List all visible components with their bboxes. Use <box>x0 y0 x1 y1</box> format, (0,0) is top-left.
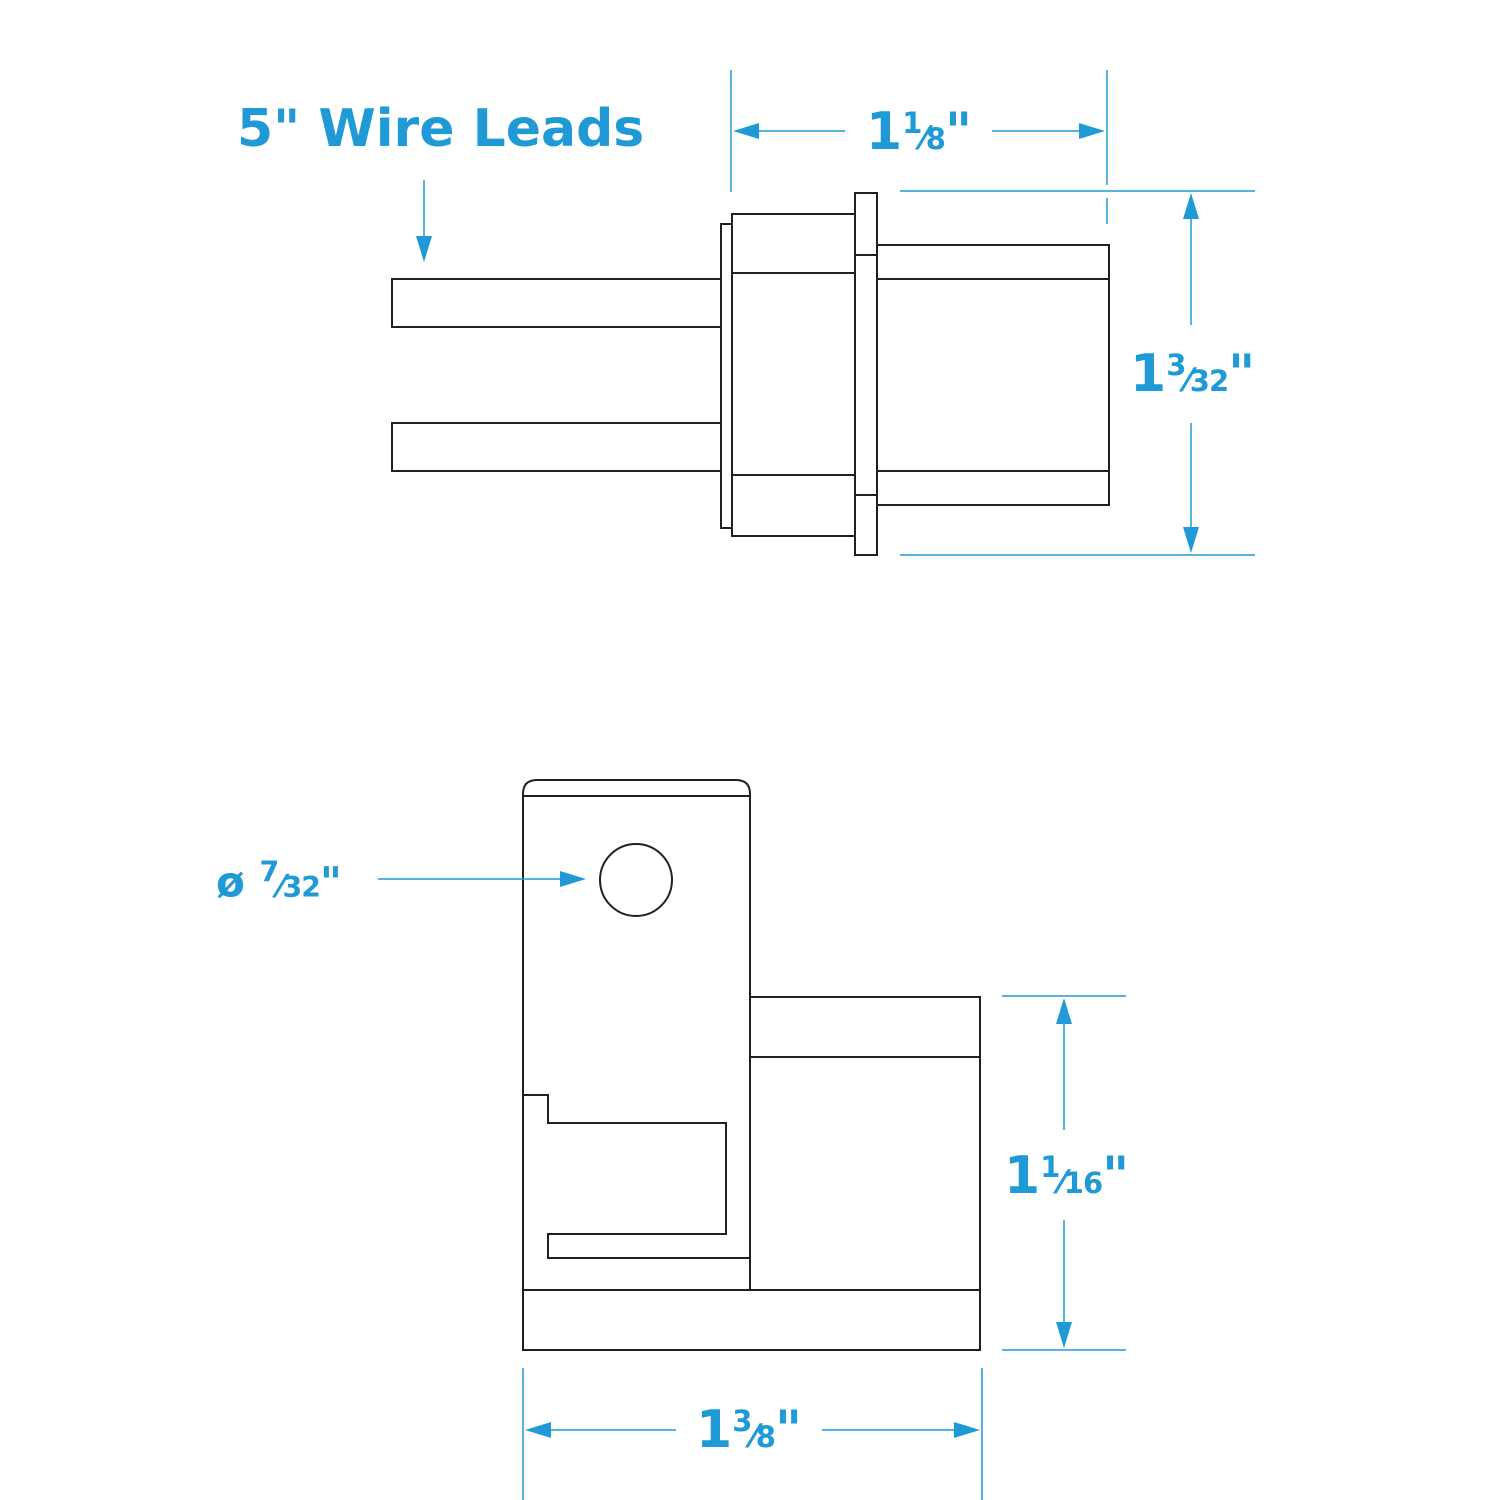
top-view <box>391 192 1110 556</box>
bottom-height-dimension <box>1002 995 1126 1351</box>
mounting-flange <box>854 192 878 556</box>
plunger <box>876 244 1110 506</box>
wire-leads-arrow <box>416 180 432 262</box>
mounting-hole <box>599 843 673 917</box>
bottom-width-label: 13⁄8" <box>696 1400 803 1460</box>
bottom-width-dimension <box>522 1368 983 1500</box>
top-width-dimension <box>730 70 1108 224</box>
body-housing <box>731 213 856 537</box>
bottom-view <box>522 779 981 1351</box>
mounting-tab <box>522 779 751 1350</box>
hole-diameter-label: ø 7⁄32" <box>216 855 342 907</box>
wire-leads-label: 5" Wire Leads <box>237 99 645 159</box>
top-height-label: 13⁄32" <box>1130 344 1256 404</box>
base-plate <box>522 1289 981 1351</box>
wire-lead-upper <box>391 278 727 328</box>
wire-lead-lower <box>391 422 727 472</box>
bottom-height-label: 11⁄16" <box>1004 1146 1130 1206</box>
top-height-dimension <box>900 190 1255 556</box>
hole-diameter-arrow <box>378 871 586 887</box>
tab-cutout-outer <box>523 1094 750 1259</box>
top-width-label: 11⁄8" <box>866 102 973 162</box>
